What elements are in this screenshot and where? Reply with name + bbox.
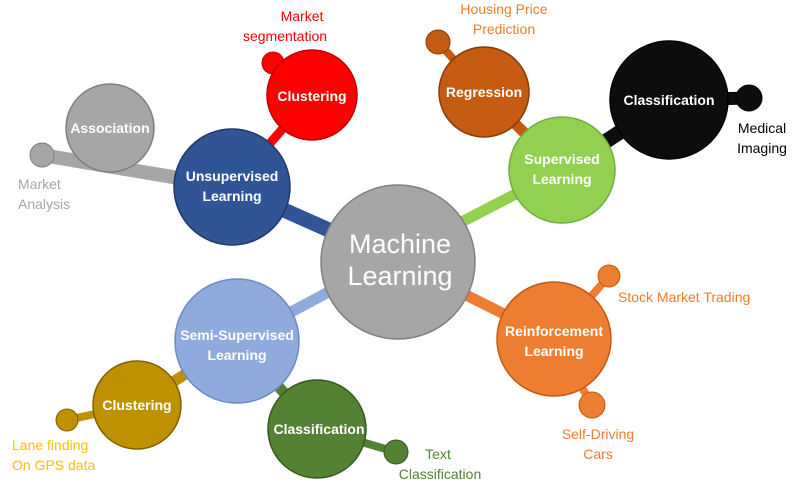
- semi-supervised-learning-node[interactable]: Semi-Supervised Learning: [174, 278, 300, 404]
- self-driving-dot: [578, 391, 606, 419]
- self-driving-line1: Self-Driving: [562, 426, 634, 442]
- regression-node[interactable]: Regression: [438, 46, 530, 138]
- machine-learning-node[interactable]: Machine Learning: [320, 184, 476, 340]
- lane-finding-line2: On GPS data: [12, 457, 95, 473]
- text-classification-line2: Classification: [399, 466, 481, 482]
- classification-supervised-label: Classification: [623, 92, 714, 108]
- market-analysis-line1: Market: [18, 176, 61, 192]
- market-analysis-line2: Analysis: [18, 196, 70, 212]
- supervised-learning-node[interactable]: Supervised Learning: [508, 116, 616, 224]
- lane-finding-line1: Lane finding: [12, 437, 88, 453]
- clustering-semi-label: Clustering: [102, 397, 171, 413]
- medical-imaging-dot: [735, 84, 763, 112]
- housing-price-dot: [425, 29, 451, 55]
- classification-supervised-node[interactable]: Classification: [609, 40, 729, 160]
- semi-supervised-label-line2: Learning: [207, 347, 266, 363]
- reinforcement-learning-node[interactable]: Reinforcement Learning: [496, 281, 612, 397]
- center-label-line2: Learning: [347, 261, 452, 291]
- clustering-unsupervised-node[interactable]: Clustering: [266, 49, 358, 141]
- market-segmentation-line1: Market: [281, 8, 324, 24]
- clustering-semi-node[interactable]: Clustering: [92, 360, 182, 450]
- reinforcement-label-line1: Reinforcement: [505, 323, 603, 339]
- supervised-label-line1: Supervised: [524, 151, 599, 167]
- reinforcement-label-line2: Learning: [524, 343, 583, 359]
- semi-supervised-label-line1: Semi-Supervised: [180, 327, 294, 343]
- lane-finding-dot: [55, 408, 79, 432]
- housing-price-line2: Prediction: [473, 21, 535, 37]
- unsupervised-label-line1: Unsupervised: [186, 168, 279, 184]
- housing-price-line1: Housing Price: [460, 1, 547, 17]
- stock-trading-label: Stock Market Trading: [618, 289, 750, 305]
- medical-imaging-line1: Medical: [738, 120, 786, 136]
- stock-trading-dot: [597, 264, 621, 288]
- clustering-unsupervised-label: Clustering: [277, 88, 346, 104]
- unsupervised-label-line2: Learning: [202, 188, 261, 204]
- self-driving-line2: Cars: [583, 446, 613, 462]
- market-segmentation-line2: segmentation: [243, 28, 327, 44]
- market-analysis-dot: [29, 142, 55, 168]
- text-classification-line1: Text: [425, 446, 451, 462]
- association-node[interactable]: Association: [65, 83, 155, 173]
- center-label-line1: Machine: [349, 229, 451, 259]
- classification-semi-label: Classification: [273, 421, 364, 437]
- application-labels: Market segmentation Market Analysis Hous…: [12, 1, 787, 482]
- supervised-label-line2: Learning: [532, 171, 591, 187]
- classification-semi-node[interactable]: Classification: [267, 379, 367, 479]
- unsupervised-learning-node[interactable]: Unsupervised Learning: [173, 128, 291, 246]
- regression-label: Regression: [446, 84, 522, 100]
- association-label: Association: [70, 120, 149, 136]
- medical-imaging-line2: Imaging: [737, 140, 787, 156]
- text-classification-dot: [383, 439, 409, 465]
